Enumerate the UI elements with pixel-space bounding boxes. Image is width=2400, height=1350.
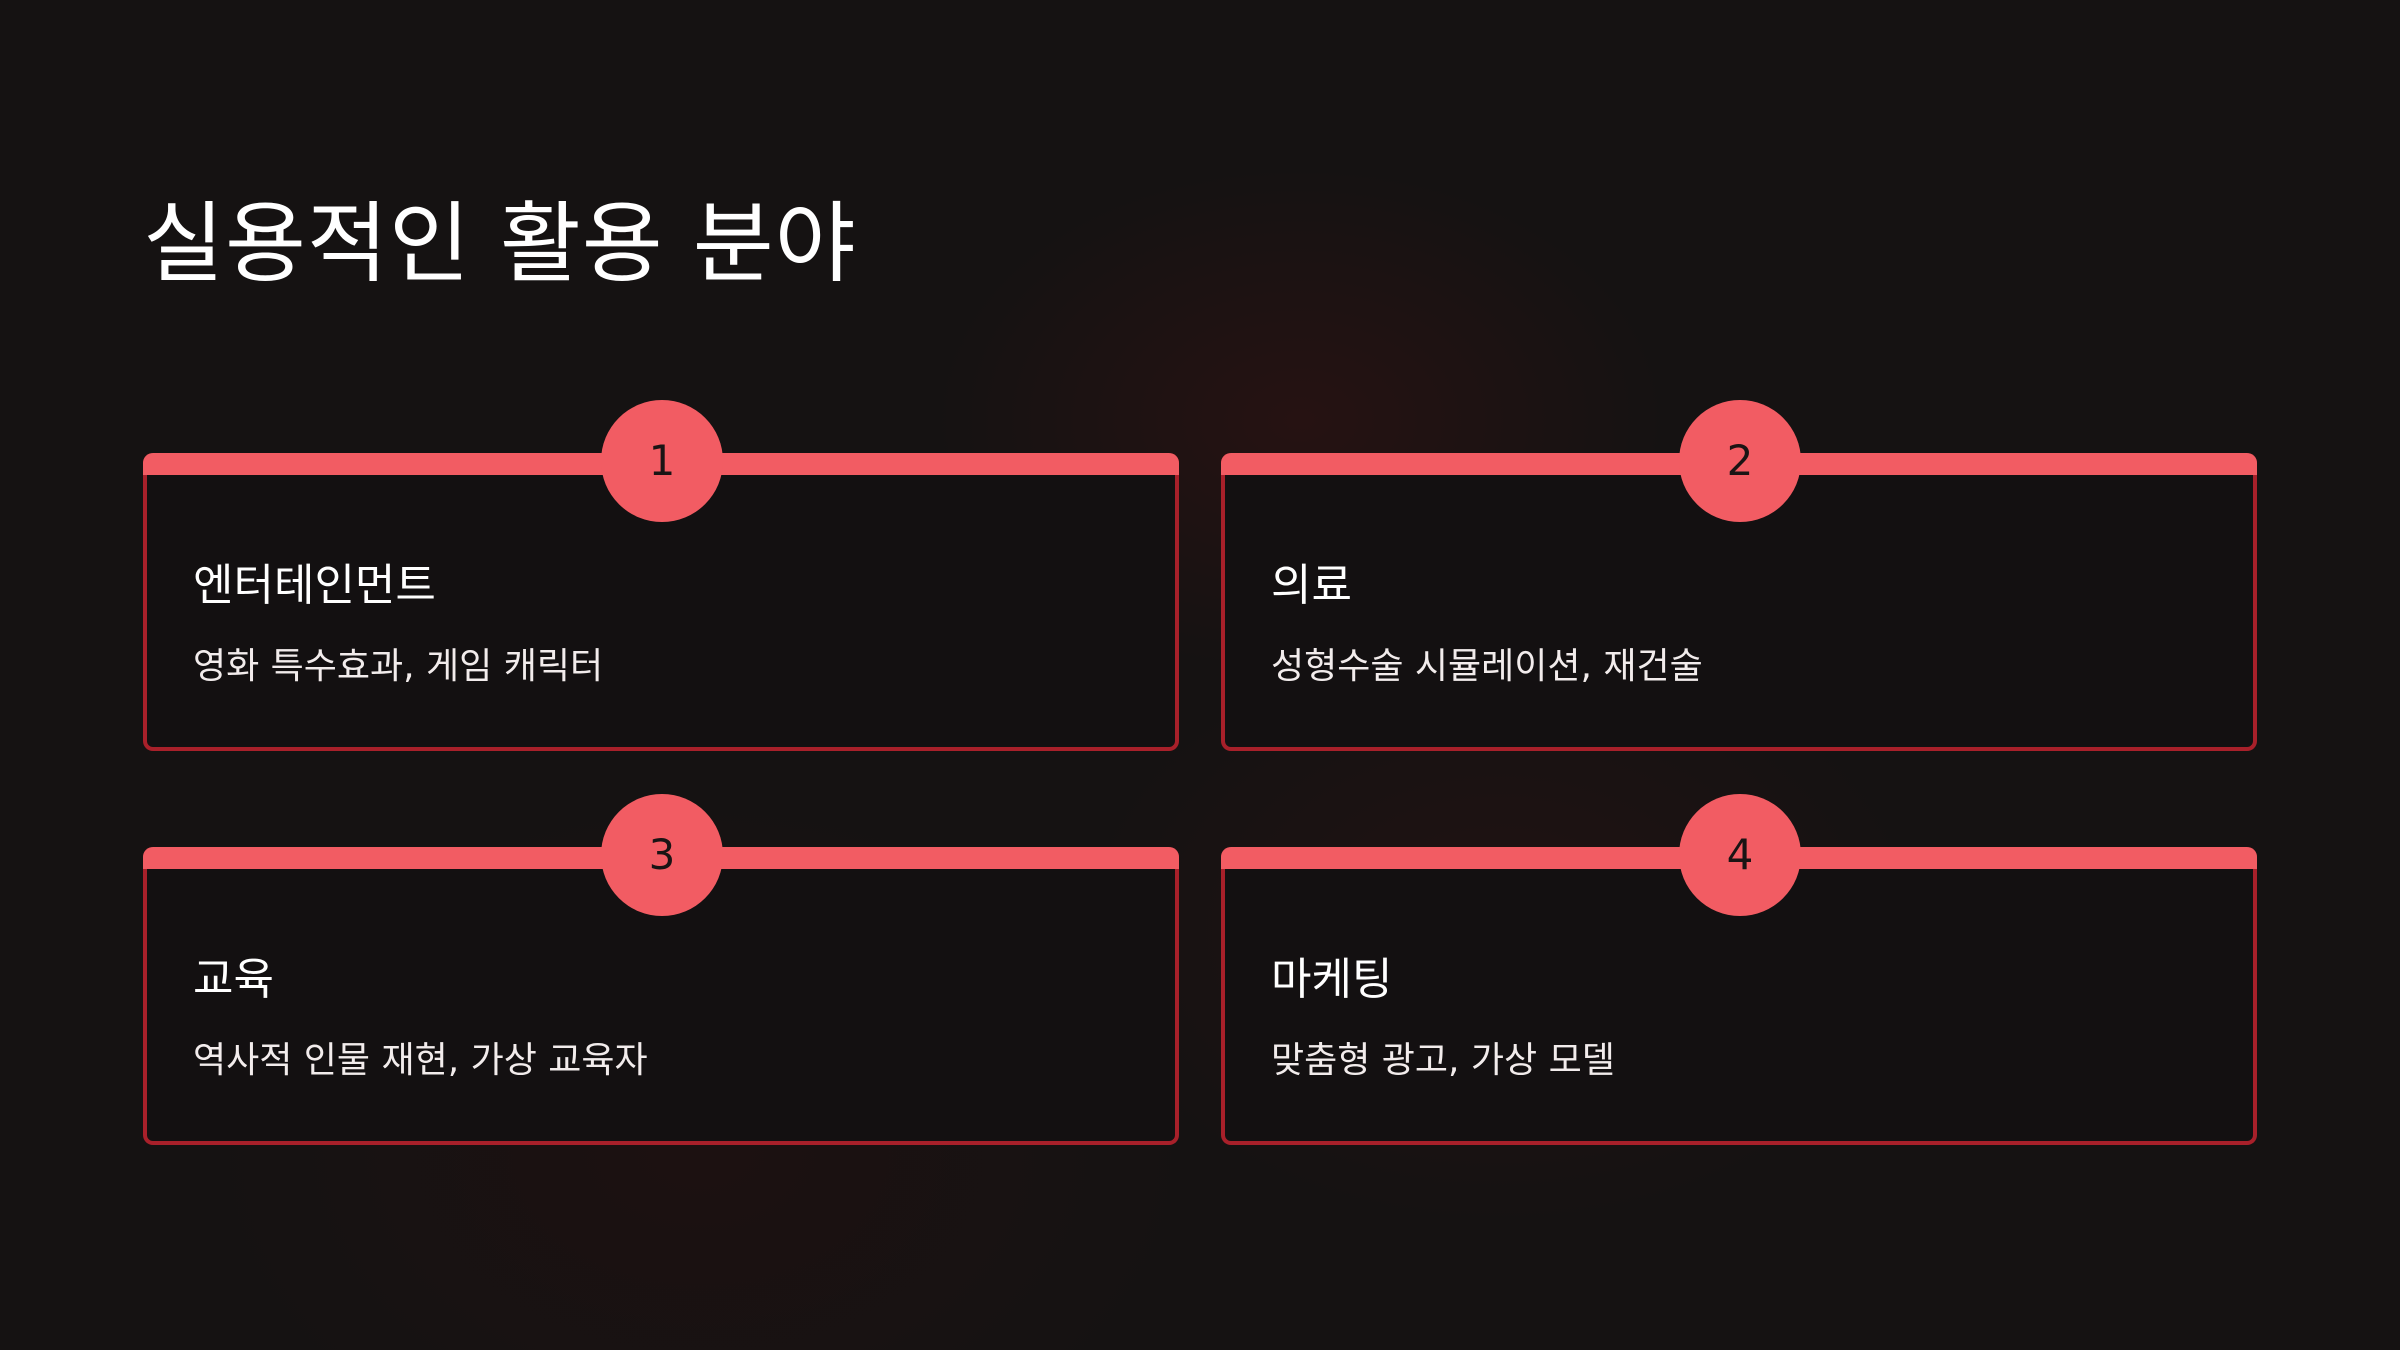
application-card-entertainment: 1 엔터테인먼트 영화 특수효과, 게임 캐릭터: [143, 400, 1179, 751]
card-description: 역사적 인물 재현, 가상 교육자: [193, 1040, 648, 1081]
application-card-medical: 2 의료 성형수술 시뮬레이션, 재건술: [1221, 400, 2257, 751]
card-description: 맞춤형 광고, 가상 모델: [1271, 1040, 1615, 1081]
card-number-badge: 3: [601, 794, 723, 916]
application-card-marketing: 4 마케팅 맞춤형 광고, 가상 모델: [1221, 794, 2257, 1145]
card-description: 성형수술 시뮬레이션, 재건술: [1271, 646, 1703, 687]
application-card-education: 3 교육 역사적 인물 재현, 가상 교육자: [143, 794, 1179, 1145]
card-number-badge: 1: [601, 400, 723, 522]
page-title: 실용적인 활용 분야: [143, 192, 857, 295]
card-title: 엔터테인먼트: [193, 560, 436, 611]
card-description: 영화 특수효과, 게임 캐릭터: [193, 646, 604, 687]
card-number-badge: 4: [1679, 794, 1801, 916]
card-title: 마케팅: [1271, 954, 1393, 1005]
card-title: 의료: [1271, 560, 1352, 611]
card-number-badge: 2: [1679, 400, 1801, 522]
card-title: 교육: [193, 954, 274, 1005]
